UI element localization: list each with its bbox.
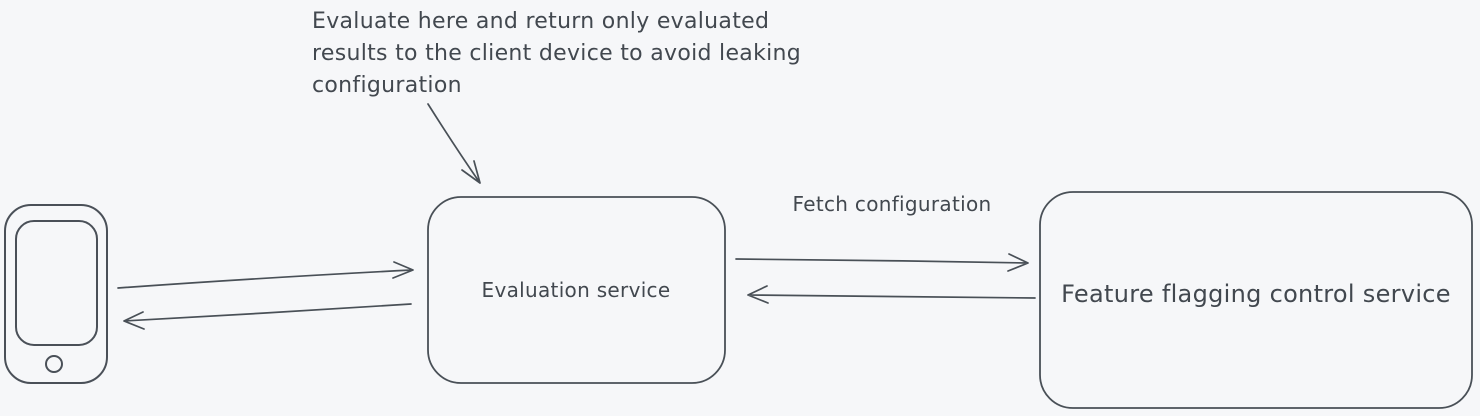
annotation-line-1: Evaluate here and return only evaluated: [312, 9, 769, 34]
annotation-line-2: results to the client device to avoid le…: [312, 41, 801, 66]
smartphone-body: [4, 204, 108, 384]
arrow-flagging-to-evaluation: [747, 285, 1036, 304]
arrow-evaluation-to-flagging: [735, 253, 1029, 272]
annotation-text: Evaluate here and return only evaluated …: [312, 9, 801, 98]
fetch-configuration-label: Fetch configuration: [793, 192, 992, 216]
smartphone-screen: [15, 220, 98, 346]
smartphone-home-button: [45, 355, 63, 373]
arrow-evaluation-to-client: [123, 303, 412, 330]
feature-flagging-service-rect: [1039, 191, 1473, 409]
evaluation-service-label: Evaluation service: [482, 278, 671, 302]
arrow-client-to-evaluation: [117, 261, 414, 289]
annotation-line-3: configuration: [312, 73, 462, 98]
annotation-arrow: [427, 103, 481, 184]
feature-flagging-service-box: Feature flagging control service: [1039, 191, 1473, 409]
smartphone-icon: [4, 204, 108, 384]
evaluation-service-box: Evaluation service: [427, 196, 726, 384]
evaluation-service-rect: [427, 196, 726, 384]
feature-flagging-service-label: Feature flagging control service: [1061, 280, 1451, 308]
